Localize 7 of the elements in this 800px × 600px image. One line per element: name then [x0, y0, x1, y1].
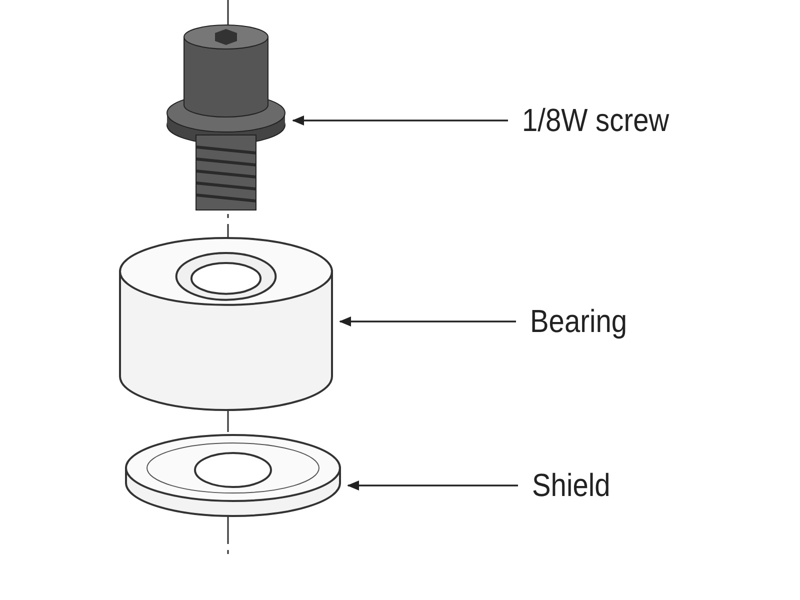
part-label: Shield — [532, 467, 610, 504]
leader-arrow — [292, 116, 508, 126]
leader-arrow — [339, 316, 516, 326]
cylinder-drawing — [118, 236, 334, 412]
part-label: Bearing — [530, 303, 628, 340]
part-label: 1/8W screw — [522, 102, 670, 139]
leader-arrow — [347, 480, 518, 490]
